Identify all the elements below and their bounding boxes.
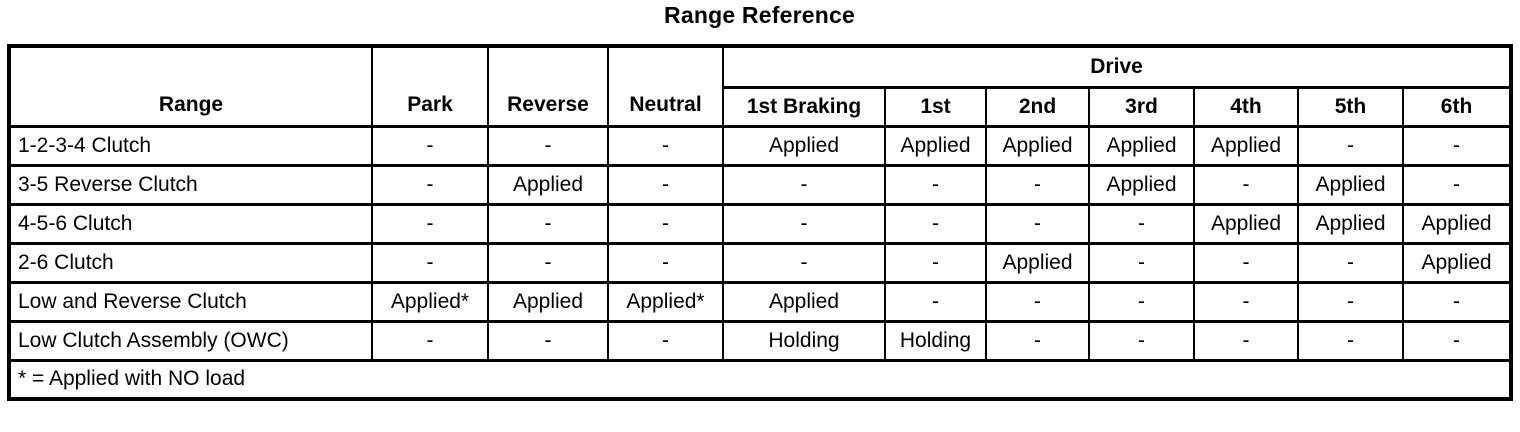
clutch-state-cell: Applied [1401, 241, 1513, 284]
column-header-2nd: 2nd [985, 85, 1090, 128]
clutch-state-cell: Applied [884, 124, 987, 167]
clutch-state-cell: - [1088, 241, 1195, 284]
clutch-state-cell: - [884, 280, 987, 323]
clutch-state-cell: Applied [1193, 202, 1299, 245]
clutch-state-cell: Applied* [607, 280, 724, 323]
clutch-state-cell: - [487, 124, 609, 167]
header-row-gears: 1st Braking 1st 2nd 3rd 4th 5th 6th [9, 85, 1513, 128]
clutch-state-cell: - [985, 202, 1090, 245]
clutch-state-cell: Applied [985, 124, 1090, 167]
clutch-state-cell: Applied [1193, 124, 1299, 167]
footnote-text: * = Applied with NO load [7, 358, 1513, 401]
clutch-state-cell: - [371, 163, 489, 206]
clutch-state-cell: - [1401, 163, 1513, 206]
clutch-state-cell: Applied* [371, 280, 489, 323]
column-header-4th: 4th [1193, 85, 1299, 128]
clutch-state-cell: Applied [1401, 202, 1513, 245]
clutch-state-cell: - [607, 202, 724, 245]
clutch-state-cell: - [371, 241, 489, 284]
header-row-drive: Range Park Reverse Neutral Drive [8, 44, 1513, 128]
column-header-5th: 5th [1297, 85, 1404, 128]
clutch-state-cell: - [1401, 319, 1513, 362]
clutch-state-cell: Holding [722, 319, 886, 362]
clutch-state-cell: Applied [722, 124, 886, 167]
row-range-label: Low Clutch Assembly (OWC) [8, 319, 373, 362]
clutch-state-cell: - [1297, 280, 1404, 323]
row-range-label: 4-5-6 Clutch [8, 202, 373, 245]
clutch-state-cell: - [985, 319, 1090, 362]
clutch-state-cell: - [1193, 241, 1299, 284]
clutch-state-cell: - [487, 241, 609, 284]
clutch-state-cell: - [371, 319, 489, 362]
clutch-state-cell: - [985, 163, 1090, 206]
clutch-state-cell: Applied [1088, 163, 1195, 206]
clutch-state-cell: - [1193, 319, 1299, 362]
column-header-6th: 6th [1401, 85, 1513, 128]
clutch-state-cell: - [884, 202, 987, 245]
clutch-state-cell: Applied [1297, 163, 1404, 206]
clutch-state-cell: - [607, 163, 724, 206]
clutch-state-cell: - [1088, 202, 1195, 245]
clutch-state-cell: Applied [487, 280, 609, 323]
clutch-state-cell: Applied [985, 241, 1090, 284]
clutch-state-cell: - [371, 124, 489, 167]
clutch-state-cell: Applied [1088, 124, 1195, 167]
column-header-range: Range [8, 44, 373, 128]
column-group-header-drive: Drive [721, 44, 1513, 89]
clutch-state-cell: - [487, 319, 609, 362]
clutch-state-cell: - [722, 163, 886, 206]
clutch-state-cell: - [487, 202, 609, 245]
column-header-3rd: 3rd [1088, 85, 1195, 128]
clutch-state-cell: Applied [487, 163, 609, 206]
clutch-state-cell: - [607, 319, 724, 362]
row-range-label: 3-5 Reverse Clutch [8, 163, 373, 206]
clutch-state-cell: - [1297, 241, 1404, 284]
clutch-state-cell: - [1193, 280, 1299, 323]
row-range-label: Low and Reverse Clutch [8, 280, 373, 323]
footnote-row: * = Applied with NO load [7, 358, 1513, 401]
page-title: Range Reference [664, 2, 855, 28]
clutch-state-cell: Applied [722, 280, 886, 323]
clutch-state-cell: - [722, 241, 886, 284]
column-header-neutral: Neutral [607, 44, 724, 128]
clutch-state-cell: - [884, 163, 987, 206]
clutch-state-cell: - [1088, 319, 1195, 362]
row-range-label: 1-2-3-4 Clutch [8, 124, 373, 167]
clutch-state-cell: - [1088, 280, 1195, 323]
clutch-state-cell: - [371, 202, 489, 245]
clutch-state-cell: - [722, 202, 886, 245]
clutch-state-cell: Applied [1297, 202, 1404, 245]
clutch-state-cell: - [607, 241, 724, 284]
clutch-state-cell: - [1297, 124, 1404, 167]
clutch-state-cell: Holding [884, 319, 987, 362]
row-range-label: 2-6 Clutch [8, 241, 373, 284]
column-header-1st-braking: 1st Braking [722, 85, 886, 128]
clutch-state-cell: - [884, 241, 987, 284]
clutch-state-cell: - [985, 280, 1090, 323]
table-row: 2-6 Clutch-----Applied---Applied [8, 241, 1513, 284]
column-header-reverse: Reverse [487, 44, 609, 128]
clutch-state-cell: - [607, 124, 724, 167]
clutch-state-cell: - [1193, 163, 1299, 206]
range-reference-table: Range Park Reverse Neutral Drive 1st Bra… [7, 44, 1514, 401]
clutch-state-cell: - [1401, 280, 1513, 323]
column-header-1st: 1st [884, 85, 987, 128]
column-header-park: Park [371, 44, 489, 128]
clutch-state-cell: - [1401, 124, 1513, 167]
clutch-state-cell: - [1297, 319, 1404, 362]
table-row: 3-5 Reverse Clutch-Applied----Applied-Ap… [8, 163, 1513, 206]
